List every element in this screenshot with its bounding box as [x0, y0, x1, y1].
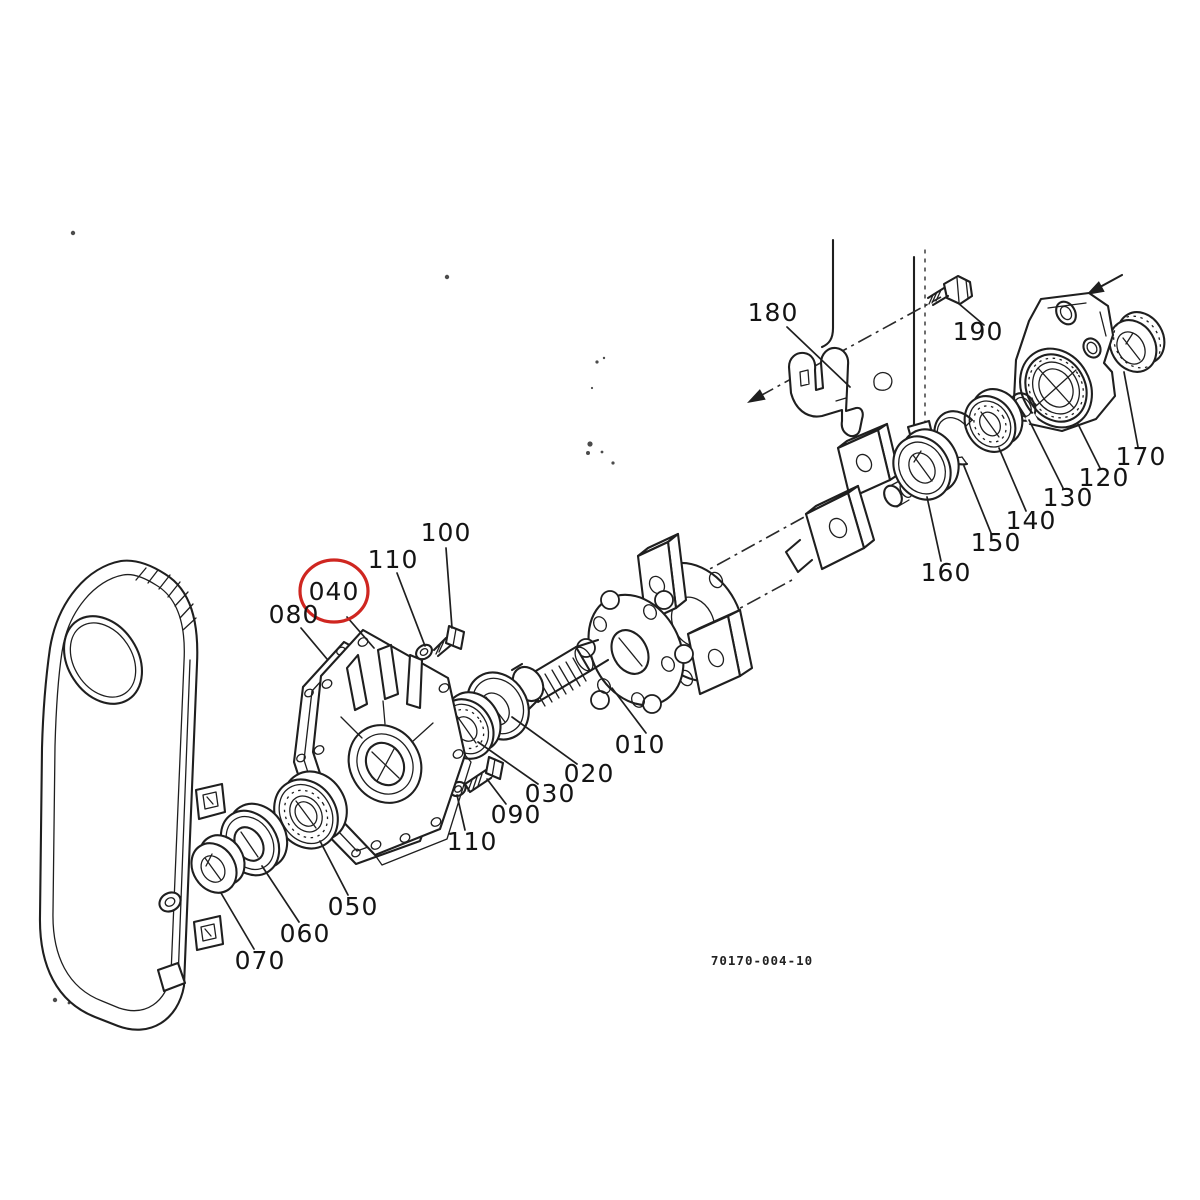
leader-080 [300, 627, 328, 660]
highlight-circle-040 [298, 558, 370, 624]
leader-140 [998, 447, 1027, 512]
part-040-cover-plate [311, 628, 472, 866]
clip-icon [873, 371, 893, 391]
part-label-100: 100 [421, 518, 472, 547]
leader-150 [963, 465, 992, 534]
part-label-010: 010 [615, 730, 666, 759]
part-label-130: 130 [1043, 483, 1094, 512]
leader-070 [220, 892, 255, 950]
part-label-120: 120 [1079, 463, 1130, 492]
leader-190 [957, 302, 985, 326]
leader-040 [346, 616, 375, 649]
part-190-bolt [926, 274, 974, 307]
part-label-110b: 110 [447, 827, 498, 856]
part-label-140: 140 [1006, 506, 1057, 535]
leader-lines [220, 302, 1139, 950]
leader-100 [445, 547, 453, 629]
part-label-020: 020 [564, 759, 615, 788]
drawing-number: 70170-004-10 [711, 953, 813, 968]
edge-hatching [135, 567, 197, 631]
part-050-bearing [273, 770, 348, 850]
leader-160 [926, 496, 942, 562]
leader-090 [486, 778, 507, 805]
leader-170 [1123, 371, 1139, 448]
leader-120 [1077, 423, 1101, 469]
axis-arrow-icon [747, 389, 766, 403]
part-label-030: 030 [525, 779, 576, 808]
leader-180 [786, 326, 851, 388]
leader-130 [1028, 419, 1064, 489]
part-140-bearing [963, 388, 1024, 453]
leader-060 [261, 865, 300, 923]
part-160-seal [892, 428, 960, 501]
part-label-080: 080 [269, 600, 320, 629]
part-label-070: 070 [235, 946, 286, 975]
leader-110a [396, 572, 426, 647]
part-label-060: 060 [280, 919, 331, 948]
part-label-150: 150 [971, 528, 1022, 557]
leader-010 [611, 687, 647, 734]
universal-joint-yoke [784, 422, 913, 574]
part-label-090: 090 [491, 800, 542, 829]
part-label-110a: 110 [368, 545, 419, 574]
leader-050 [319, 840, 349, 896]
direction-arrow-icon [1086, 281, 1105, 295]
part-110-nut-upper [415, 643, 433, 661]
part-label-160: 160 [921, 558, 972, 587]
frame-stay-lines [820, 238, 937, 454]
part-180-stay-bracket [787, 346, 864, 438]
part-170-cap [1108, 311, 1166, 373]
part-120-bearing-case [1012, 291, 1117, 433]
part-label-040: 040 [309, 577, 360, 606]
part-label-180: 180 [748, 298, 799, 327]
part-070-collar [190, 834, 246, 894]
leader-110b [456, 794, 466, 831]
part-label-170: 170 [1116, 442, 1167, 471]
part-010-coupling-flange [576, 532, 754, 714]
part-label-050: 050 [328, 892, 379, 921]
part-label-190: 190 [953, 317, 1004, 346]
chain-case-cover [38, 559, 227, 1031]
leader-020 [511, 716, 578, 765]
leader-030 [477, 741, 539, 785]
part-labels: 010 020 030 040 050 060 070 080 090 100 … [235, 298, 1167, 975]
part-100-bolt [432, 624, 466, 658]
